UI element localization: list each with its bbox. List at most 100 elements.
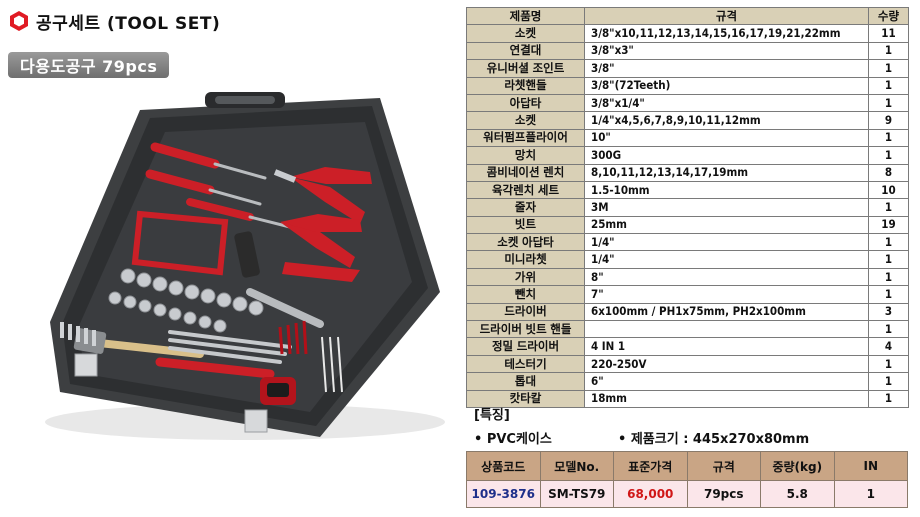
- product-info-table: 상품코드 모델No. 표준가격 규격 중량(kg) IN 109-3876 SM…: [466, 451, 908, 508]
- item-qty: 1: [868, 320, 909, 339]
- item-qty: 3: [868, 302, 909, 322]
- item-name: 정밀 드라이버: [466, 337, 585, 356]
- item-spec: 220-250V: [584, 354, 869, 374]
- item-name: 드라이버: [466, 302, 585, 322]
- col-header-name: 제품명: [466, 6, 585, 26]
- item-name: 연결대: [466, 41, 585, 61]
- standard-price: 68,000: [613, 480, 688, 508]
- item-qty: 1: [868, 93, 909, 113]
- item-spec: 3/8": [584, 59, 869, 78]
- item-qty: 1: [868, 146, 909, 165]
- item-spec: 18mm: [584, 389, 869, 408]
- header-product-code: 상품코드: [466, 451, 541, 481]
- item-spec: 7": [584, 285, 869, 304]
- item-qty: 1: [868, 59, 909, 78]
- item-qty: 10: [868, 180, 909, 200]
- item-name: 소켓 아답타: [466, 233, 585, 252]
- header-weight: 중량(kg): [760, 451, 835, 481]
- item-spec: 4 IN 1: [584, 337, 869, 356]
- item-qty: 1: [868, 128, 909, 148]
- item-spec: 1/4"x4,5,6,7,8,9,10,11,12mm: [584, 111, 869, 130]
- item-qty: 4: [868, 337, 909, 356]
- item-spec: 300G: [584, 146, 869, 165]
- spec-row: 드라이버 빗트 핸들 1: [466, 320, 909, 339]
- item-qty: 8: [868, 163, 909, 182]
- tool-case-photo: [45, 92, 445, 440]
- item-qty: 1: [868, 285, 909, 304]
- item-qty: 1: [868, 267, 909, 287]
- item-qty: 1: [868, 41, 909, 61]
- item-name: 라쳇핸들: [466, 76, 585, 95]
- item-name: 줄자: [466, 198, 585, 217]
- col-header-spec: 규격: [584, 6, 869, 26]
- header-model-no: 모델No.: [539, 451, 614, 481]
- item-name: 뺀치: [466, 285, 585, 304]
- item-spec: 3/8"(72Teeth): [584, 76, 869, 95]
- item-qty: 19: [868, 215, 909, 235]
- header-standard-price: 표준가격: [613, 451, 688, 481]
- item-qty: 11: [868, 24, 909, 43]
- item-name: 소켓: [466, 24, 585, 43]
- item-name: 망치: [466, 146, 585, 165]
- product-row: 109-3876 SM-TS79 68,000 79pcs 5.8 1: [466, 480, 908, 508]
- item-name: 유니버셜 조인트: [466, 59, 585, 78]
- item-qty: 1: [868, 389, 909, 408]
- item-qty: 1: [868, 250, 909, 269]
- item-name: 가위: [466, 267, 585, 287]
- product-code: 109-3876: [466, 480, 541, 508]
- item-spec: 1/4": [584, 233, 869, 252]
- product-in: 1: [833, 480, 908, 508]
- item-spec: 3/8"x3": [584, 41, 869, 61]
- hexagon-logo-icon: [10, 11, 28, 31]
- item-name: 미니라쳇: [466, 250, 585, 269]
- header-in: IN: [833, 451, 908, 481]
- col-header-qty: 수량: [868, 6, 909, 26]
- item-name: 아답타: [466, 93, 585, 113]
- feature-case-material: • PVC케이스: [474, 432, 552, 447]
- item-qty: 1: [868, 76, 909, 95]
- item-spec: 8": [584, 267, 869, 287]
- item-name: 육각렌치 세트: [466, 180, 585, 200]
- item-spec: 10": [584, 128, 869, 148]
- item-name: 테스터기: [466, 354, 585, 374]
- item-spec: 8,10,11,12,13,14,17,19mm: [584, 163, 869, 182]
- item-name: 빗트: [466, 215, 585, 235]
- item-spec: [584, 320, 869, 339]
- product-header-row: 상품코드 모델No. 표준가격 규격 중량(kg) IN: [466, 451, 908, 481]
- feature-product-size: • 제품크기 : 445x270x80mm: [618, 432, 810, 447]
- item-spec: 25mm: [584, 215, 869, 235]
- spec-header-row: 제품명 규격 수량: [466, 6, 909, 26]
- item-spec: 3/8"x10,11,12,13,14,15,16,17,19,21,22mm: [584, 24, 869, 43]
- subtitle-badge: 다용도공구 79pcs: [8, 52, 170, 78]
- item-name: 드라이버 빗트 핸들: [466, 320, 585, 339]
- item-spec: 1/4": [584, 250, 869, 269]
- title-row: 공구세트 (TOOL SET): [8, 8, 220, 34]
- item-spec: 6": [584, 372, 869, 391]
- item-spec: 3M: [584, 198, 869, 217]
- product-weight: 5.8: [760, 480, 835, 508]
- item-qty: 1: [868, 354, 909, 374]
- page-title: 공구세트 (TOOL SET): [36, 13, 221, 34]
- item-name: 캇타칼: [466, 389, 585, 408]
